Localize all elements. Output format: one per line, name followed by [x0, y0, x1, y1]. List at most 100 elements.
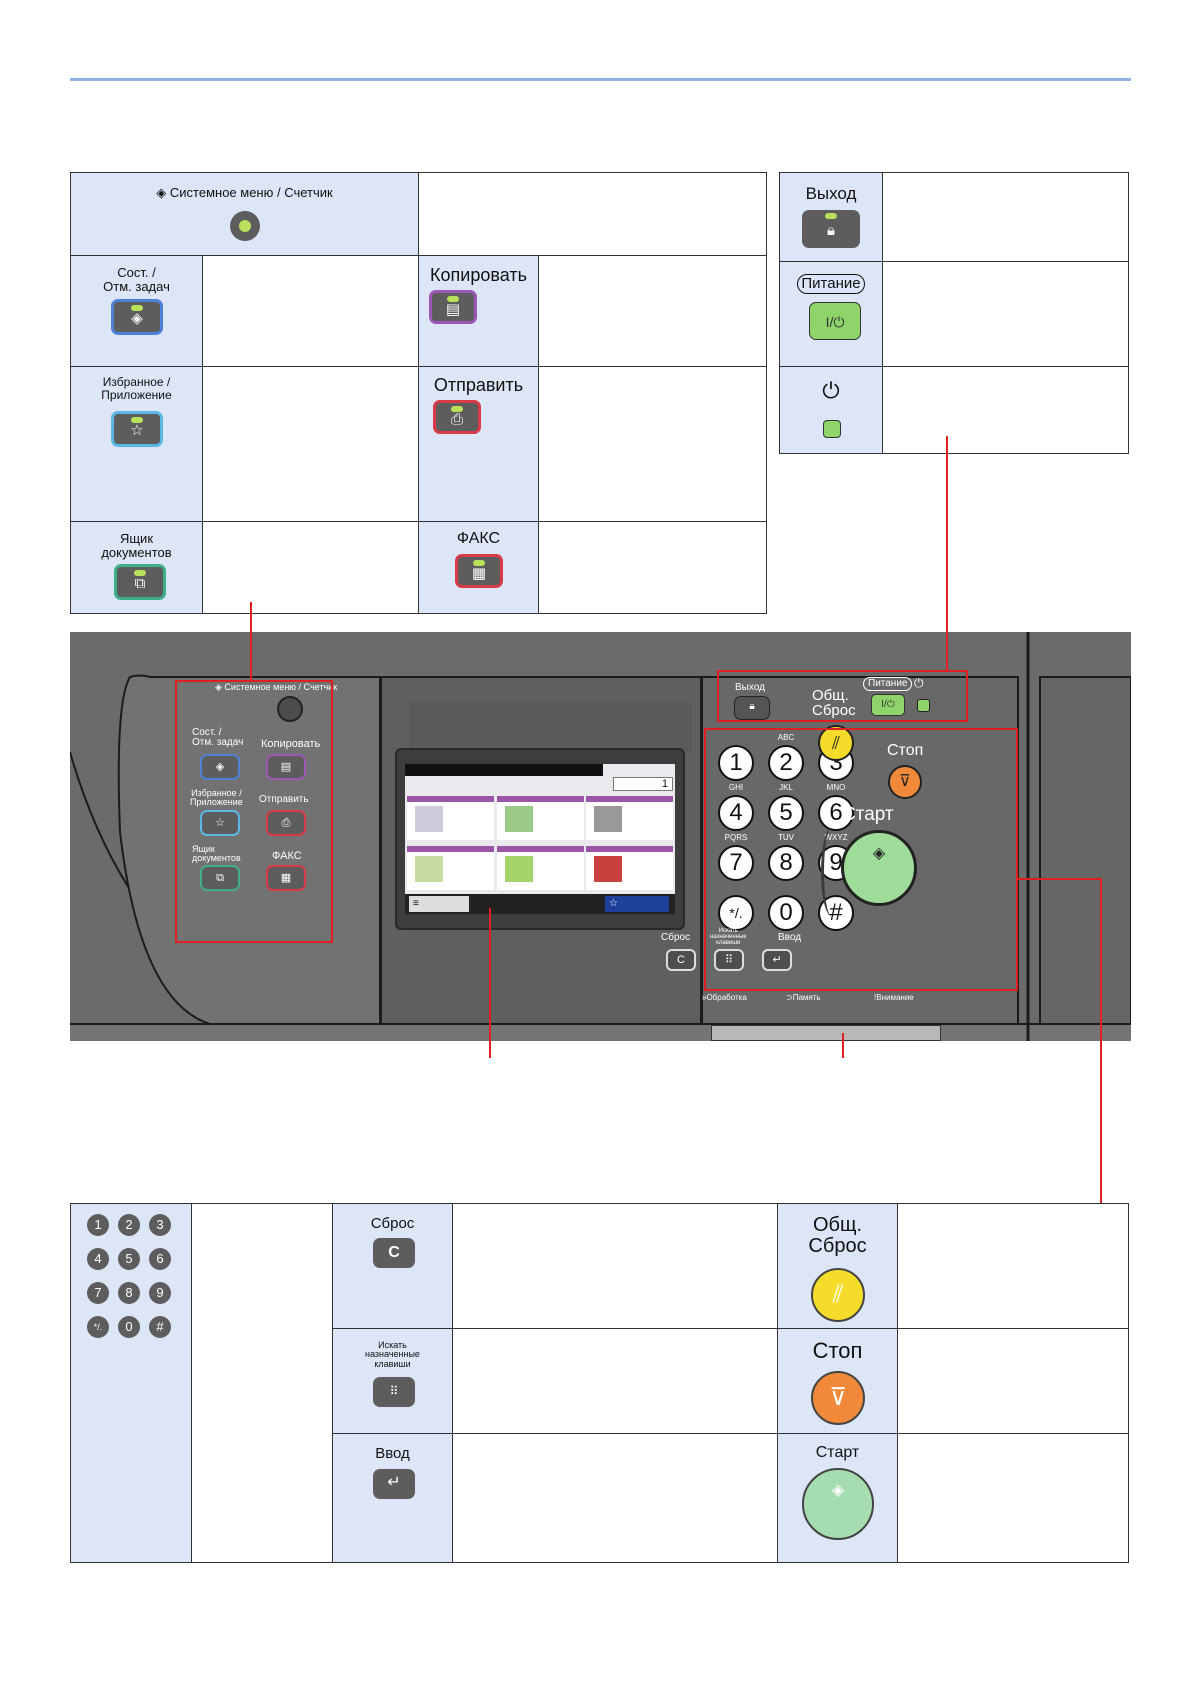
panel-document-box-button[interactable]: ⧉ [200, 865, 240, 891]
control-panel: ◈ Системное меню / Счетчик Сост. / Отм. … [70, 632, 1131, 1041]
lock-icon: 🔒︎ [827, 222, 835, 239]
panel-favorites-button[interactable]: ☆ [200, 810, 240, 836]
system-menu-button[interactable] [230, 211, 260, 241]
send-button[interactable]: ⎙ [433, 400, 481, 434]
cell-status-desc [202, 255, 419, 367]
panel-copy-button[interactable]: ▤ [266, 754, 306, 780]
panel-enter-button[interactable]: ↵ [762, 949, 792, 971]
fax-button[interactable]: ▦ [455, 554, 503, 588]
document-box-label-line2: документов [101, 544, 172, 560]
panel-quick-keys-line3: клавиши [716, 940, 741, 946]
panel-key-3[interactable]: 4 [718, 795, 754, 831]
panel-status-button[interactable]: ◈ [200, 754, 240, 780]
panel-quick-keys-label: Искать назначенные клавиши [710, 928, 747, 946]
reset-label: Общ. Сброс [778, 1215, 897, 1257]
panel-enter-icon: ↵ [772, 954, 782, 966]
status-button[interactable]: ◈ [111, 299, 163, 335]
cell-send-desc [538, 366, 767, 522]
panel-logout-button[interactable]: 🔒︎ [734, 696, 770, 720]
status-label-line2: Отм. задач [103, 278, 170, 294]
screen-send-icon [505, 806, 533, 832]
copy-button[interactable]: ▤ [429, 290, 477, 324]
panel-key-letters-5: MNO [826, 783, 846, 792]
panel-key-10[interactable]: 0 [768, 895, 804, 931]
screen-favorites-icon[interactable]: ☆ [605, 896, 669, 912]
logout-led [825, 213, 837, 219]
panel-quick-keys-line1: Искать [718, 928, 738, 934]
panel-key-7[interactable]: 8 [768, 845, 804, 881]
panel-clear-button[interactable]: C [666, 949, 696, 971]
panel-lock-icon: 🔒︎ [749, 701, 755, 712]
energy-led [823, 420, 841, 438]
cell-energy-desc [882, 366, 1129, 454]
logout-button[interactable]: 🔒︎ [802, 210, 860, 248]
enter-button[interactable]: ↵ [373, 1469, 415, 1499]
document-box-button[interactable]: ⧉ [114, 564, 166, 600]
panel-key-4[interactable]: 5 [768, 795, 804, 831]
screen-usb-icon [505, 856, 533, 882]
panel-stop-button[interactable]: ⊽ [888, 765, 922, 799]
panel-fax-button[interactable]: ▦ [266, 865, 306, 891]
touch-screen[interactable]: 1 ≡ ☆ [405, 764, 675, 914]
system-menu-label: ◈ Системное меню / Счетчик [156, 185, 333, 200]
panel-fax-label: ФАКС [272, 850, 302, 862]
panel-reset-button[interactable]: ⫽ [818, 725, 854, 761]
quick-keys-line1: Искать [378, 1340, 407, 1350]
quick-keys-button[interactable]: ⠿ [373, 1377, 415, 1407]
numeric-key-2: 3 [149, 1214, 171, 1236]
quick-keys-line2: назначенные [365, 1349, 420, 1360]
screen-tile-send[interactable] [497, 796, 584, 840]
send-label: Отправить [433, 375, 524, 395]
touch-screen-bezel: 1 ≡ ☆ [395, 748, 685, 930]
panel-send-label: Отправить [259, 794, 309, 805]
panel-quick-keys-button[interactable]: ⠿ [714, 949, 744, 971]
panel-key-5[interactable]: 6 [818, 795, 854, 831]
screen-tile-usb[interactable] [497, 846, 584, 890]
cell-favorites: Избранное / Приложение ☆ [70, 366, 203, 522]
panel-key-6[interactable]: 7 [718, 845, 754, 881]
panel-send-button[interactable]: ⎙ [266, 810, 306, 836]
favorites-button[interactable]: ☆ [111, 411, 163, 447]
numeric-key-8: 9 [149, 1282, 171, 1304]
numeric-key-1: 2 [118, 1214, 140, 1236]
numeric-key-11: # [149, 1316, 171, 1338]
screen-bottom-bar: ≡ ☆ [405, 894, 675, 914]
panel-key-9[interactable]: */. [718, 895, 754, 931]
stop-button[interactable]: ⊽ [811, 1371, 865, 1425]
start-icon: ◈ [831, 1482, 845, 1499]
panel-power-button[interactable]: I/⏻ [871, 694, 905, 716]
start-button[interactable]: ◈ [802, 1468, 874, 1540]
panel-key-0[interactable]: 1 [718, 745, 754, 781]
panel-key-letters-3: GHI [728, 783, 744, 792]
panel-energy-led [917, 699, 930, 712]
panel-start-label: Старт [842, 804, 894, 825]
panel-quick-keys-icon: ⠿ [724, 954, 734, 966]
enter-label: Ввод [375, 1445, 410, 1462]
screen-menu-icon[interactable]: ≡ [409, 896, 469, 912]
panel-start-icon: ◈ [872, 845, 886, 862]
panel-reset-label: Общ. Сброс [812, 688, 856, 718]
power-button[interactable]: I/⏻ [809, 302, 861, 340]
reset-button[interactable]: ⫽ [811, 1268, 865, 1322]
panel-enter-label: Ввод [778, 932, 802, 943]
callout-power-keys [946, 436, 948, 672]
screen-tile-copy[interactable] [407, 796, 494, 840]
panel-key-1[interactable]: 2 [768, 745, 804, 781]
panel-system-menu-button[interactable] [277, 696, 303, 722]
start-label: Старт [815, 1444, 860, 1461]
reset-line2: Сброс [808, 1235, 867, 1257]
panel-status-line1: Сост. / [192, 727, 222, 738]
panel-reset-line2: Сброс [812, 702, 856, 719]
panel-start-button[interactable]: ◈ [841, 830, 917, 906]
screen-tile-program[interactable] [407, 846, 494, 890]
numeric-key-5: 6 [149, 1248, 171, 1270]
clear-button[interactable]: C [373, 1238, 415, 1268]
cell-logout-desc [882, 172, 1129, 262]
screen-tile-address[interactable] [586, 846, 673, 890]
energy-saver-icon: ⏻ [822, 378, 840, 403]
numeric-key-0: 1 [87, 1214, 109, 1236]
callout-touch-screen [489, 908, 491, 1058]
screen-tile-box[interactable] [586, 796, 673, 840]
panel-key-letters-7: TUV [778, 833, 794, 842]
panel-start-arc [821, 828, 842, 916]
